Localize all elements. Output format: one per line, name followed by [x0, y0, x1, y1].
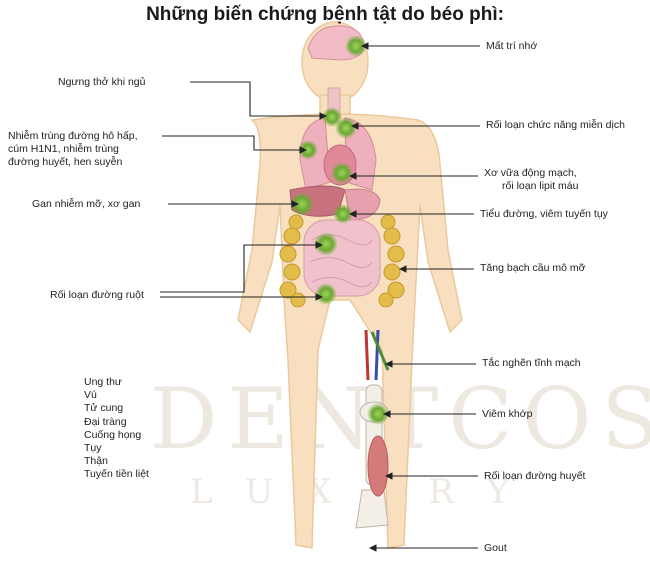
- cancer-list-item: Ung thư: [84, 376, 122, 388]
- spot-brain: [345, 35, 367, 57]
- label-atherosclerosis-line-1: Xơ vữa động mạch,: [484, 167, 577, 179]
- spot-intestine: [314, 232, 338, 256]
- spot-liver: [290, 192, 314, 216]
- spot-colon: [315, 283, 337, 305]
- spot-knee: [367, 403, 389, 425]
- label-respiratory: Nhiễm trùng đường hô hấp, cúm H1N1, nhiễ…: [8, 130, 138, 169]
- label-diabetes: Tiểu đường, viêm tuyến tụy: [480, 208, 608, 220]
- pointer-lines: [160, 42, 480, 552]
- label-atherosclerosis-line-2: rối loạn lipit máu: [502, 180, 579, 192]
- page-title: Những biến chứng bệnh tật do béo phì:: [146, 4, 504, 25]
- cancer-list-item: Đại tràng: [84, 415, 127, 428]
- spot-lung-left: [298, 140, 318, 160]
- label-adipose: Tăng bạch cầu mô mỡ: [480, 262, 586, 274]
- intestines: [303, 219, 381, 297]
- spot-lung: [335, 117, 357, 139]
- pointer-respiratory: [162, 135, 308, 154]
- cancer-list-item: Tử cung: [84, 402, 124, 415]
- label-intestinal: Rối loạn đường ruột: [50, 289, 144, 301]
- label-immune: Rối loạn chức năng miễn dịch: [486, 119, 625, 131]
- cancer-list-item: Cuống họng: [84, 428, 142, 441]
- label-sleep-apnea: Ngưng thở khi ngủ: [58, 76, 146, 88]
- spot-heart: [331, 162, 353, 184]
- fat-deposits: [279, 214, 405, 308]
- label-fatty-liver: Gan nhiễm mỡ, xơ gan: [32, 198, 141, 210]
- label-vein-block: Tắc nghẽn tĩnh mạch: [482, 357, 581, 369]
- cancer-list-item: Thận: [84, 455, 108, 468]
- pointer-sleep-apnea: [190, 81, 328, 120]
- label-atherosclerosis: Xơ vữa động mạch, rối loạn lipit máu: [484, 167, 578, 193]
- label-memory-loss: Mất trí nhớ: [486, 40, 538, 52]
- label-respiratory-line-1: Nhiễm trùng đường hô hấp,: [8, 130, 138, 142]
- cancer-list-item: Vú: [84, 389, 97, 402]
- cancer-list-item: Tuyến tiền liệt: [84, 468, 149, 481]
- label-respiratory-line-2: cúm H1N1, nhiễm trùng: [8, 143, 119, 155]
- cancer-list-item: Tụy: [84, 442, 102, 455]
- label-gout: Gout: [484, 542, 507, 554]
- label-respiratory-line-3: đường huyết, hen suyễn: [8, 156, 123, 168]
- watermark-logo-subtext: LUXURY: [190, 472, 543, 512]
- spot-pancreas: [333, 204, 353, 224]
- pointer-intestinal-a: [160, 241, 324, 293]
- disease-spots: [290, 35, 389, 425]
- cancer-list: Ung thư Vú Tử cung Đại tràng Cuống họng …: [84, 376, 149, 482]
- shin-muscle: [367, 435, 389, 497]
- label-blood-sugar: Rối loạn đường huyết: [484, 470, 586, 482]
- label-arthritis: Viêm khớp: [482, 408, 533, 420]
